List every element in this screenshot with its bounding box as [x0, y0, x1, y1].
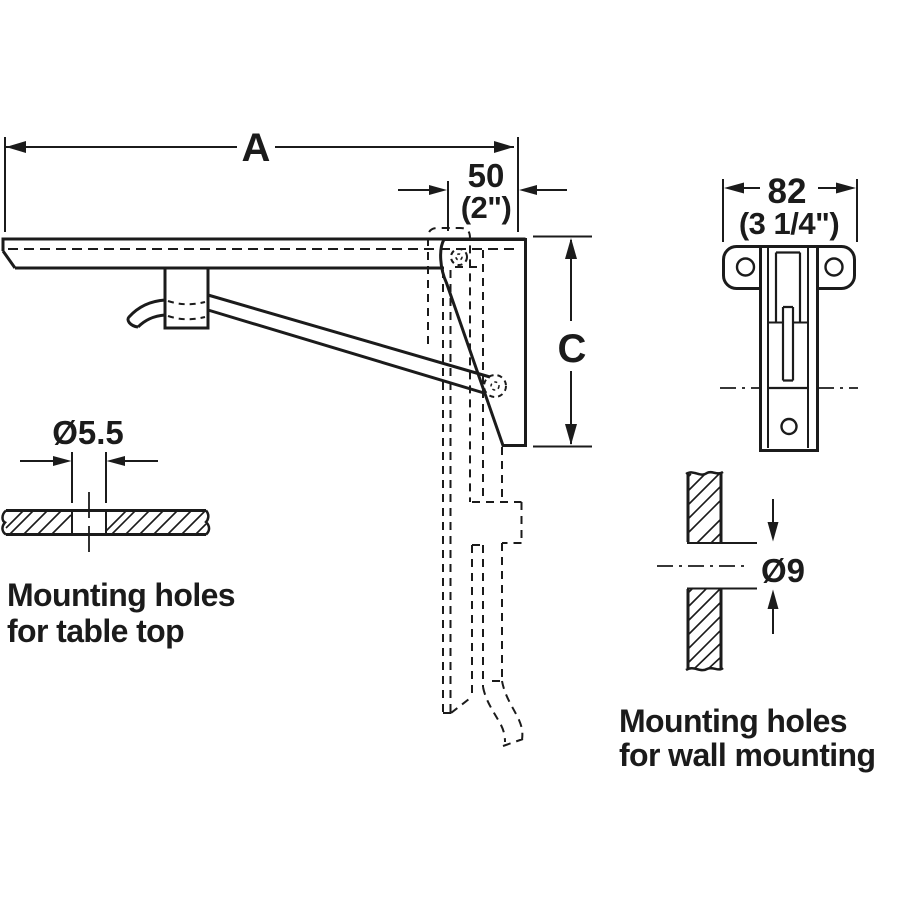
dim-82-inch-label: (3 1/4") — [739, 206, 839, 241]
dim-a: A — [4, 126, 519, 232]
hatching — [5, 509, 207, 535]
latch-channel — [774, 251, 802, 323]
swing-arm — [126, 293, 491, 395]
caption-table-top: Mounting holes for table top — [7, 577, 236, 649]
pivot-block-hidden-arm — [167, 300, 206, 321]
plate-stem — [759, 248, 819, 452]
dim-50-inch-label: (2") — [461, 190, 512, 225]
dim-c-arrow-up — [565, 238, 577, 259]
dim-50-label: 50 — [468, 157, 505, 194]
dim-a-arrow-right — [494, 141, 514, 153]
stem-overlap-patch — [762, 285, 816, 291]
folded-leg-dashed — [427, 227, 524, 747]
dim-50-arrow-right — [519, 185, 537, 195]
break-lines — [685, 470, 724, 672]
arm-pivot-hole-center — [490, 381, 500, 391]
wall-plate-front-view: 82 (3 1/4") — [720, 172, 858, 452]
caption-wall-line2: for wall mounting — [619, 737, 875, 773]
arm-pivot-hole — [483, 374, 507, 398]
dim-c-label: C — [558, 327, 587, 371]
hole-edges — [687, 542, 757, 590]
dim-9-arrows — [767, 499, 779, 634]
dim-c: C — [533, 235, 592, 448]
dim-a-arrow-left — [6, 141, 26, 153]
wall-hole-detail: Ø9 Mounting holes for wall mounting — [619, 470, 876, 773]
leg-pivot-hole-top-center — [455, 253, 463, 261]
dim-a-label: A — [242, 126, 271, 170]
dim-50-arrow-left — [429, 185, 447, 195]
leg-pivot-hole-top — [450, 248, 468, 266]
caption-table-top-line1: Mounting holes — [7, 577, 235, 613]
caption-table-top-line2: for table top — [7, 613, 184, 649]
dim-50: 50 (2") — [398, 157, 567, 231]
bracket-side-view: A 50 (2") C — [1, 126, 592, 747]
latch-slider — [781, 305, 795, 382]
hatching — [687, 473, 722, 670]
dim-diameter-9: Ø9 — [761, 552, 805, 589]
dim-82-label: 82 — [768, 172, 807, 211]
dim-c-arrow-down — [565, 424, 577, 445]
table-top-section — [1, 492, 211, 552]
stem-screw-hole — [780, 417, 798, 436]
table-top-bar — [1, 237, 526, 270]
dim-diameter-5-5: Ø5.5 — [52, 414, 124, 451]
caption-wall-mounting: Mounting holes for wall mounting — [619, 703, 876, 773]
wall-section — [657, 470, 757, 672]
break-lines — [1, 509, 211, 536]
plate-screw-hole-left — [735, 257, 756, 277]
caption-wall-line1: Mounting holes — [619, 703, 847, 739]
plate-screw-hole-right — [824, 257, 844, 277]
pivot-block — [163, 266, 210, 330]
dim-82: 82 (3 1/4") — [722, 172, 858, 242]
table-top-hole-detail: Ø5.5 Mounting holes for table top — [1, 414, 236, 649]
dim-5-5-arrows — [20, 452, 158, 503]
